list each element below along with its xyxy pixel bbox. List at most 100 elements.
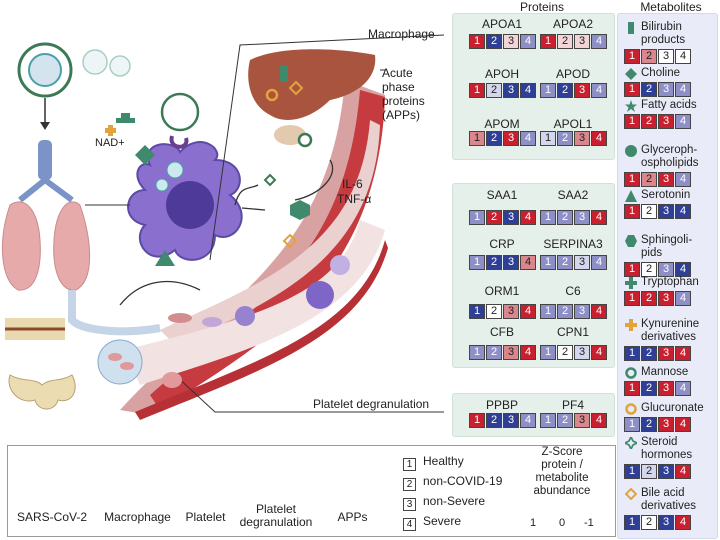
zscore-cell: 2: [641, 381, 657, 396]
zscore-cell: 3: [658, 346, 674, 361]
zscore-cell: 2: [557, 210, 573, 225]
zscore-cell: 2: [557, 304, 573, 319]
protein-name: APOA2: [552, 17, 594, 31]
legend-caption-platelet: Platelet: [185, 510, 226, 524]
app-label-line4: (APPs): [382, 108, 421, 122]
protein-name: APOD: [555, 67, 590, 81]
zscore-cell: 4: [675, 262, 691, 277]
zscore-cell: 4: [520, 304, 536, 319]
zscore-cell: 2: [486, 131, 502, 146]
zscore-cell: 2: [557, 131, 573, 146]
zscore-cell: 4: [520, 210, 536, 225]
zscore-cell: 4: [591, 210, 607, 225]
tnf-label: TNF-α: [337, 192, 372, 206]
zscore-title: Z-Score protein / metabolite abundance: [533, 446, 591, 497]
zscore-cell: 1: [624, 262, 640, 277]
zscore-cell: 1: [540, 83, 556, 98]
zscore-cell: 2: [557, 413, 573, 428]
zscore-cell: 3: [658, 417, 674, 432]
app-label-line1: Acute: [382, 66, 413, 80]
zscore-cell: 2: [641, 49, 657, 64]
protein-name: ORM1: [484, 284, 520, 298]
zscore-cell: 3: [503, 210, 519, 225]
zscore-cell: 1: [624, 172, 640, 187]
zscore-cell: 4: [675, 346, 691, 361]
zscore-cell: 4: [675, 114, 691, 129]
protein-name: SERPINA3: [543, 237, 603, 251]
macrophage-label: Macrophage: [368, 27, 435, 41]
zscore-cell: 3: [658, 515, 674, 530]
zscore-cell: 2: [641, 172, 657, 187]
zscore-cell: 4: [520, 255, 536, 270]
legend-key-label: non-COVID-19: [423, 474, 503, 488]
zscore-cell: 3: [574, 255, 590, 270]
zscore-cell: 3: [503, 131, 519, 146]
metabolite-name: Serotonin: [641, 189, 691, 201]
plus-icon: [625, 319, 637, 331]
legend-key-number: 2: [403, 478, 416, 491]
zscore-cell: 3: [658, 49, 674, 64]
metabolite-name: Sphingoli- pids: [641, 234, 693, 259]
metabolite-name: Kynurenine derivatives: [641, 318, 700, 343]
zscore-cell: 2: [641, 82, 657, 97]
zscore-cell: 4: [520, 131, 536, 146]
zscore-cell: 1: [540, 131, 556, 146]
zscore-cell: 1: [624, 346, 640, 361]
zscore-cell: 3: [503, 304, 519, 319]
zscore-cell: 4: [675, 417, 691, 432]
legend-key-number: 4: [403, 518, 416, 531]
zscore-cell: 3: [574, 34, 590, 49]
zscore-cell: 3: [574, 345, 590, 360]
protein-name: APOM: [484, 117, 520, 131]
zscore-cell: 1: [624, 114, 640, 129]
connector-lines: [85, 34, 445, 413]
protein-name: CPN1: [556, 325, 589, 339]
zscore-cell: 3: [503, 83, 519, 98]
zscore-cell: 2: [486, 304, 502, 319]
protein-name: CFB: [490, 325, 514, 339]
liver: [248, 49, 376, 148]
zscore-cell: 2: [486, 210, 502, 225]
metabolite-name: Bilirubin products: [641, 21, 686, 46]
zscore-cell: 1: [624, 417, 640, 432]
zscore-cell: 2: [641, 291, 657, 306]
cross-icon: [625, 277, 637, 289]
pelvis: [5, 318, 76, 410]
hexagon-icon: [625, 235, 637, 247]
protein-name: SAA2: [557, 188, 589, 202]
zscore-cell: 4: [591, 255, 607, 270]
protein-name: APOL1: [553, 117, 593, 131]
legend-key-number: 3: [403, 498, 416, 511]
zscore-cell: 2: [641, 346, 657, 361]
metabolite-name: Tryptophan: [641, 276, 699, 288]
il6-label: IL-6: [342, 177, 363, 191]
zscore-cell: 1: [624, 49, 640, 64]
platelet-degranulation-label: Platelet degranulation: [313, 397, 430, 411]
zscore-cell: 1: [469, 413, 485, 428]
zscore-cell: 1: [540, 255, 556, 270]
zscore-cell: 3: [503, 345, 519, 360]
zscore-cell: 2: [557, 34, 573, 49]
diamond-outline-icon: [625, 488, 637, 500]
floating-metabolites: [105, 113, 310, 266]
zscore-cell: 4: [591, 34, 607, 49]
protein-name: APOA1: [481, 17, 523, 31]
